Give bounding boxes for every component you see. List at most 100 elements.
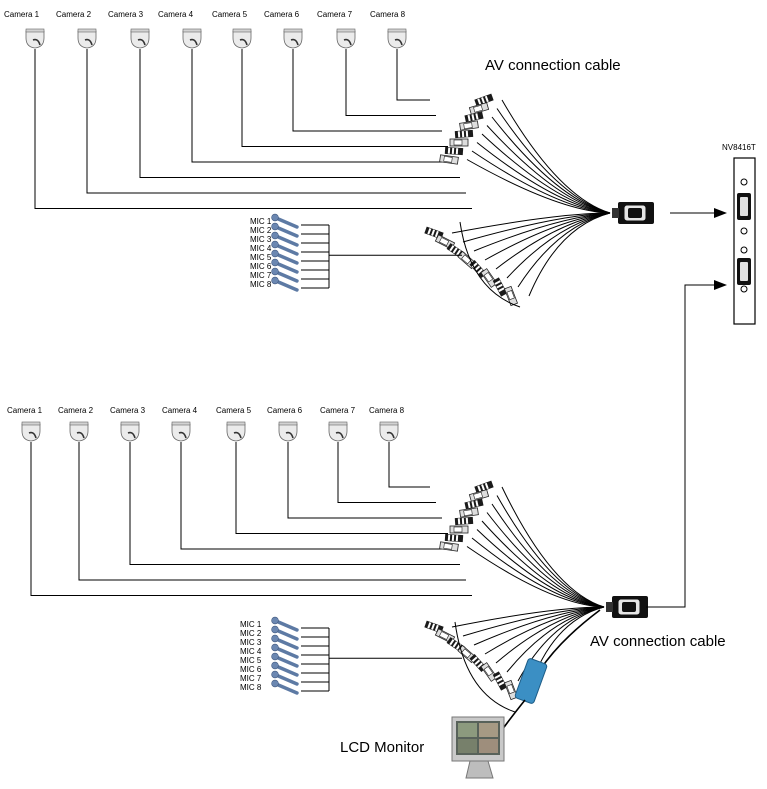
- dome-camera-icon: [337, 29, 355, 48]
- camera-label: Camera 6: [267, 406, 303, 415]
- av-plug-icon: [455, 130, 473, 138]
- dome-camera-icon: [22, 422, 40, 441]
- av-plug-icon: [445, 147, 463, 155]
- monitor-stand: [466, 761, 493, 778]
- cable-strand: [496, 607, 604, 663]
- dome-camera-icon: [172, 422, 190, 441]
- av-plug-icon: [481, 663, 497, 682]
- mic-label: MIC 8: [250, 280, 272, 289]
- camera-label: Camera 3: [108, 10, 144, 19]
- cable-strand: [529, 213, 610, 296]
- av-plug-icon: [450, 139, 468, 146]
- panel-port-inner: [740, 197, 748, 216]
- camera-label: Camera 8: [369, 406, 405, 415]
- mic-label: MIC 5: [250, 253, 272, 262]
- dome-camera-icon: [78, 29, 96, 48]
- camera-label: Camera 7: [320, 406, 356, 415]
- mic-label: MIC 6: [240, 665, 262, 674]
- av-cable-label: AV connection cable: [590, 633, 726, 650]
- av-plug-icon: [460, 508, 479, 517]
- cable-strand: [472, 538, 604, 607]
- av-plug-icon: [493, 671, 508, 690]
- mic-label: MIC 8: [240, 683, 262, 692]
- mic-label: MIC 2: [250, 226, 272, 235]
- nv8416t-device: NV8416T: [722, 143, 756, 324]
- av-cable-fanout: [424, 481, 604, 700]
- dome-camera-icon: [26, 29, 44, 48]
- cable-strand: [482, 134, 610, 213]
- mic-label: MIC 4: [240, 647, 262, 656]
- d-sub-connector-icon: [612, 202, 654, 224]
- camera-wire: [87, 49, 466, 193]
- camera-label: Camera 7: [317, 10, 353, 19]
- mic-label: MIC 1: [240, 620, 262, 629]
- screen-tile: [479, 739, 498, 753]
- cable-strand: [496, 213, 610, 269]
- panel-port-inner: [740, 262, 748, 281]
- camera-label: Camera 3: [110, 406, 146, 415]
- camera-group-top: Camera 1 Camera 2 Camera 3 Camera 4 Camera 5…: [4, 10, 654, 307]
- camera-label: Camera 5: [212, 10, 248, 19]
- lcd-monitor-group: LCD Monitor: [340, 610, 600, 778]
- av-plug-icon: [481, 269, 497, 288]
- dome-camera-icon: [121, 422, 139, 441]
- arrow-bottom: [646, 285, 715, 607]
- camera-label: Camera 4: [158, 10, 194, 19]
- device-arrows: [646, 208, 727, 607]
- vga-connector-icon: [514, 658, 547, 704]
- camera-wire: [31, 442, 472, 596]
- camera-wire: [338, 442, 436, 503]
- camera-wire: [35, 49, 472, 209]
- camera-label: Camera 1: [4, 10, 40, 19]
- dome-camera-icon: [279, 422, 297, 441]
- arrow-head-bottom: [714, 280, 727, 290]
- dome-camera-icon: [284, 29, 302, 48]
- device-label: NV8416T: [722, 143, 756, 152]
- av-plug-icon: [455, 517, 473, 525]
- camera-wire: [236, 442, 448, 534]
- av-plug-icon: [460, 121, 479, 130]
- mic-label: MIC 5: [240, 656, 262, 665]
- av-plug-icon: [440, 155, 459, 164]
- camera-wire: [397, 49, 430, 100]
- camera-label: Camera 2: [58, 406, 94, 415]
- camera-wire: [79, 442, 466, 580]
- screen-tile: [458, 739, 477, 753]
- dome-camera-icon: [380, 422, 398, 441]
- cable-strand: [477, 530, 604, 608]
- dome-camera-icon: [131, 29, 149, 48]
- mic-label: MIC 6: [250, 262, 272, 271]
- screen-tile: [458, 723, 477, 737]
- mic-label: MIC 7: [240, 674, 262, 683]
- camera-label: Camera 2: [56, 10, 92, 19]
- camera-label: Camera 1: [7, 406, 43, 415]
- cable-strand: [492, 117, 610, 213]
- mic-label: MIC 3: [250, 235, 272, 244]
- camera-wire: [389, 442, 430, 487]
- panel-screw: [741, 179, 747, 185]
- camera-label: Camera 6: [264, 10, 300, 19]
- dome-camera-icon: [329, 422, 347, 441]
- mic-label: MIC 1: [250, 217, 272, 226]
- cable-strand: [492, 504, 604, 607]
- dome-camera-icon: [388, 29, 406, 48]
- dome-camera-icon: [70, 422, 88, 441]
- dome-camera-icon: [227, 422, 245, 441]
- camera-wire: [242, 49, 448, 147]
- camera-wire: [130, 442, 460, 565]
- camera-label: Camera 5: [216, 406, 252, 415]
- camera-wire: [192, 49, 454, 162]
- camera-label: Camera 8: [370, 10, 406, 19]
- screen-tile: [479, 723, 498, 737]
- av-plug-icon: [440, 542, 459, 551]
- av-plug-icon: [445, 534, 463, 542]
- cable-strand: [482, 521, 604, 607]
- camera-wire: [346, 49, 436, 116]
- camera-wire: [181, 442, 454, 549]
- dome-camera-icon: [183, 29, 201, 48]
- camera-wire: [140, 49, 460, 178]
- camera-wire: [293, 49, 442, 131]
- d-sub-connector-icon: [606, 596, 648, 618]
